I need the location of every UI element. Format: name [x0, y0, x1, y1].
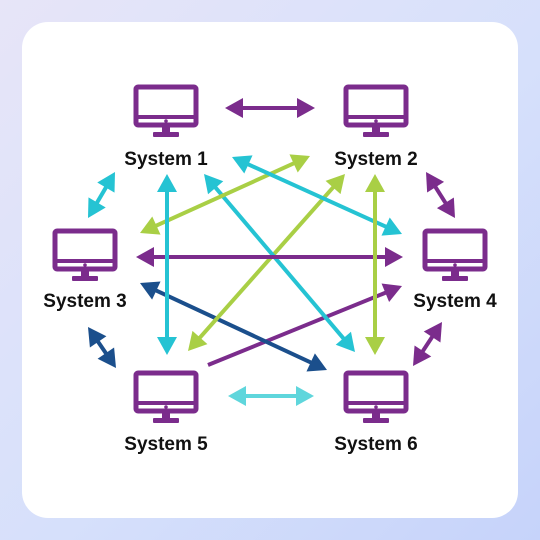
system-node: System 1 [124, 87, 208, 170]
arrowhead [97, 347, 116, 368]
monitor-icon [425, 231, 485, 281]
arrowhead [325, 174, 345, 195]
arrowhead [381, 217, 402, 236]
arrowhead [225, 98, 243, 118]
node-label-system-1: System 1 [124, 149, 208, 170]
system-node: System 4 [413, 231, 497, 312]
arrowhead [365, 337, 385, 355]
arrowhead [157, 174, 177, 192]
arrowhead [297, 98, 315, 118]
arrowhead [289, 154, 310, 173]
connection-arrow-s5-s2 [196, 183, 337, 342]
arrowhead [381, 283, 402, 303]
node-label-system-5: System 5 [124, 434, 208, 455]
monitor-icon [346, 373, 406, 423]
arrowhead [88, 327, 107, 348]
monitor-icon [136, 87, 196, 137]
arrowhead [413, 345, 432, 366]
connection-arrow-s3-s6 [152, 287, 315, 366]
nodes-layer: System 1 System 2 System 3 System 4 Syst… [43, 87, 497, 455]
system-node: System 2 [334, 87, 418, 170]
arrowhead [204, 174, 224, 195]
arrowhead [188, 330, 208, 351]
connection-arrow-s4-s6 [419, 333, 436, 355]
node-label-system-6: System 6 [334, 434, 417, 455]
connection-arrow-s1-s6 [212, 184, 347, 342]
arrowhead [88, 197, 106, 218]
arrowhead [136, 247, 154, 267]
monitor-icon [136, 373, 196, 423]
arrowhead [232, 155, 253, 174]
arrowhead [423, 322, 442, 343]
arrowhead [157, 337, 177, 355]
monitor-icon [55, 231, 115, 281]
arrowhead [335, 331, 355, 352]
node-label-system-2: System 2 [334, 149, 417, 170]
connection-arrow-s3-s5 [94, 338, 110, 357]
connection-arrow-s6-s4 [207, 289, 389, 367]
node-label-system-3: System 3 [43, 291, 126, 312]
connection-arrow-s3-s2 [152, 160, 298, 229]
node-label-system-4: System 4 [413, 291, 497, 312]
arrowhead [385, 247, 403, 267]
connection-arrow-s1-s3 [93, 183, 110, 207]
arrowhead [426, 172, 445, 193]
arrowhead [436, 197, 455, 218]
arrowhead [97, 172, 115, 193]
connection-arrow-s2-s4 [432, 183, 449, 207]
system-node: System 6 [334, 373, 418, 455]
arrowhead [228, 386, 246, 406]
system-node: System 3 [43, 231, 127, 312]
system-node: System 5 [124, 373, 208, 455]
links-layer [88, 98, 455, 406]
arrowhead [296, 386, 314, 406]
arrowhead [140, 216, 161, 235]
arrowhead [140, 281, 161, 300]
arrowhead [365, 174, 385, 192]
arrowhead [306, 353, 327, 372]
connection-arrow-s1-s4 [244, 161, 390, 230]
monitor-icon [346, 87, 406, 137]
